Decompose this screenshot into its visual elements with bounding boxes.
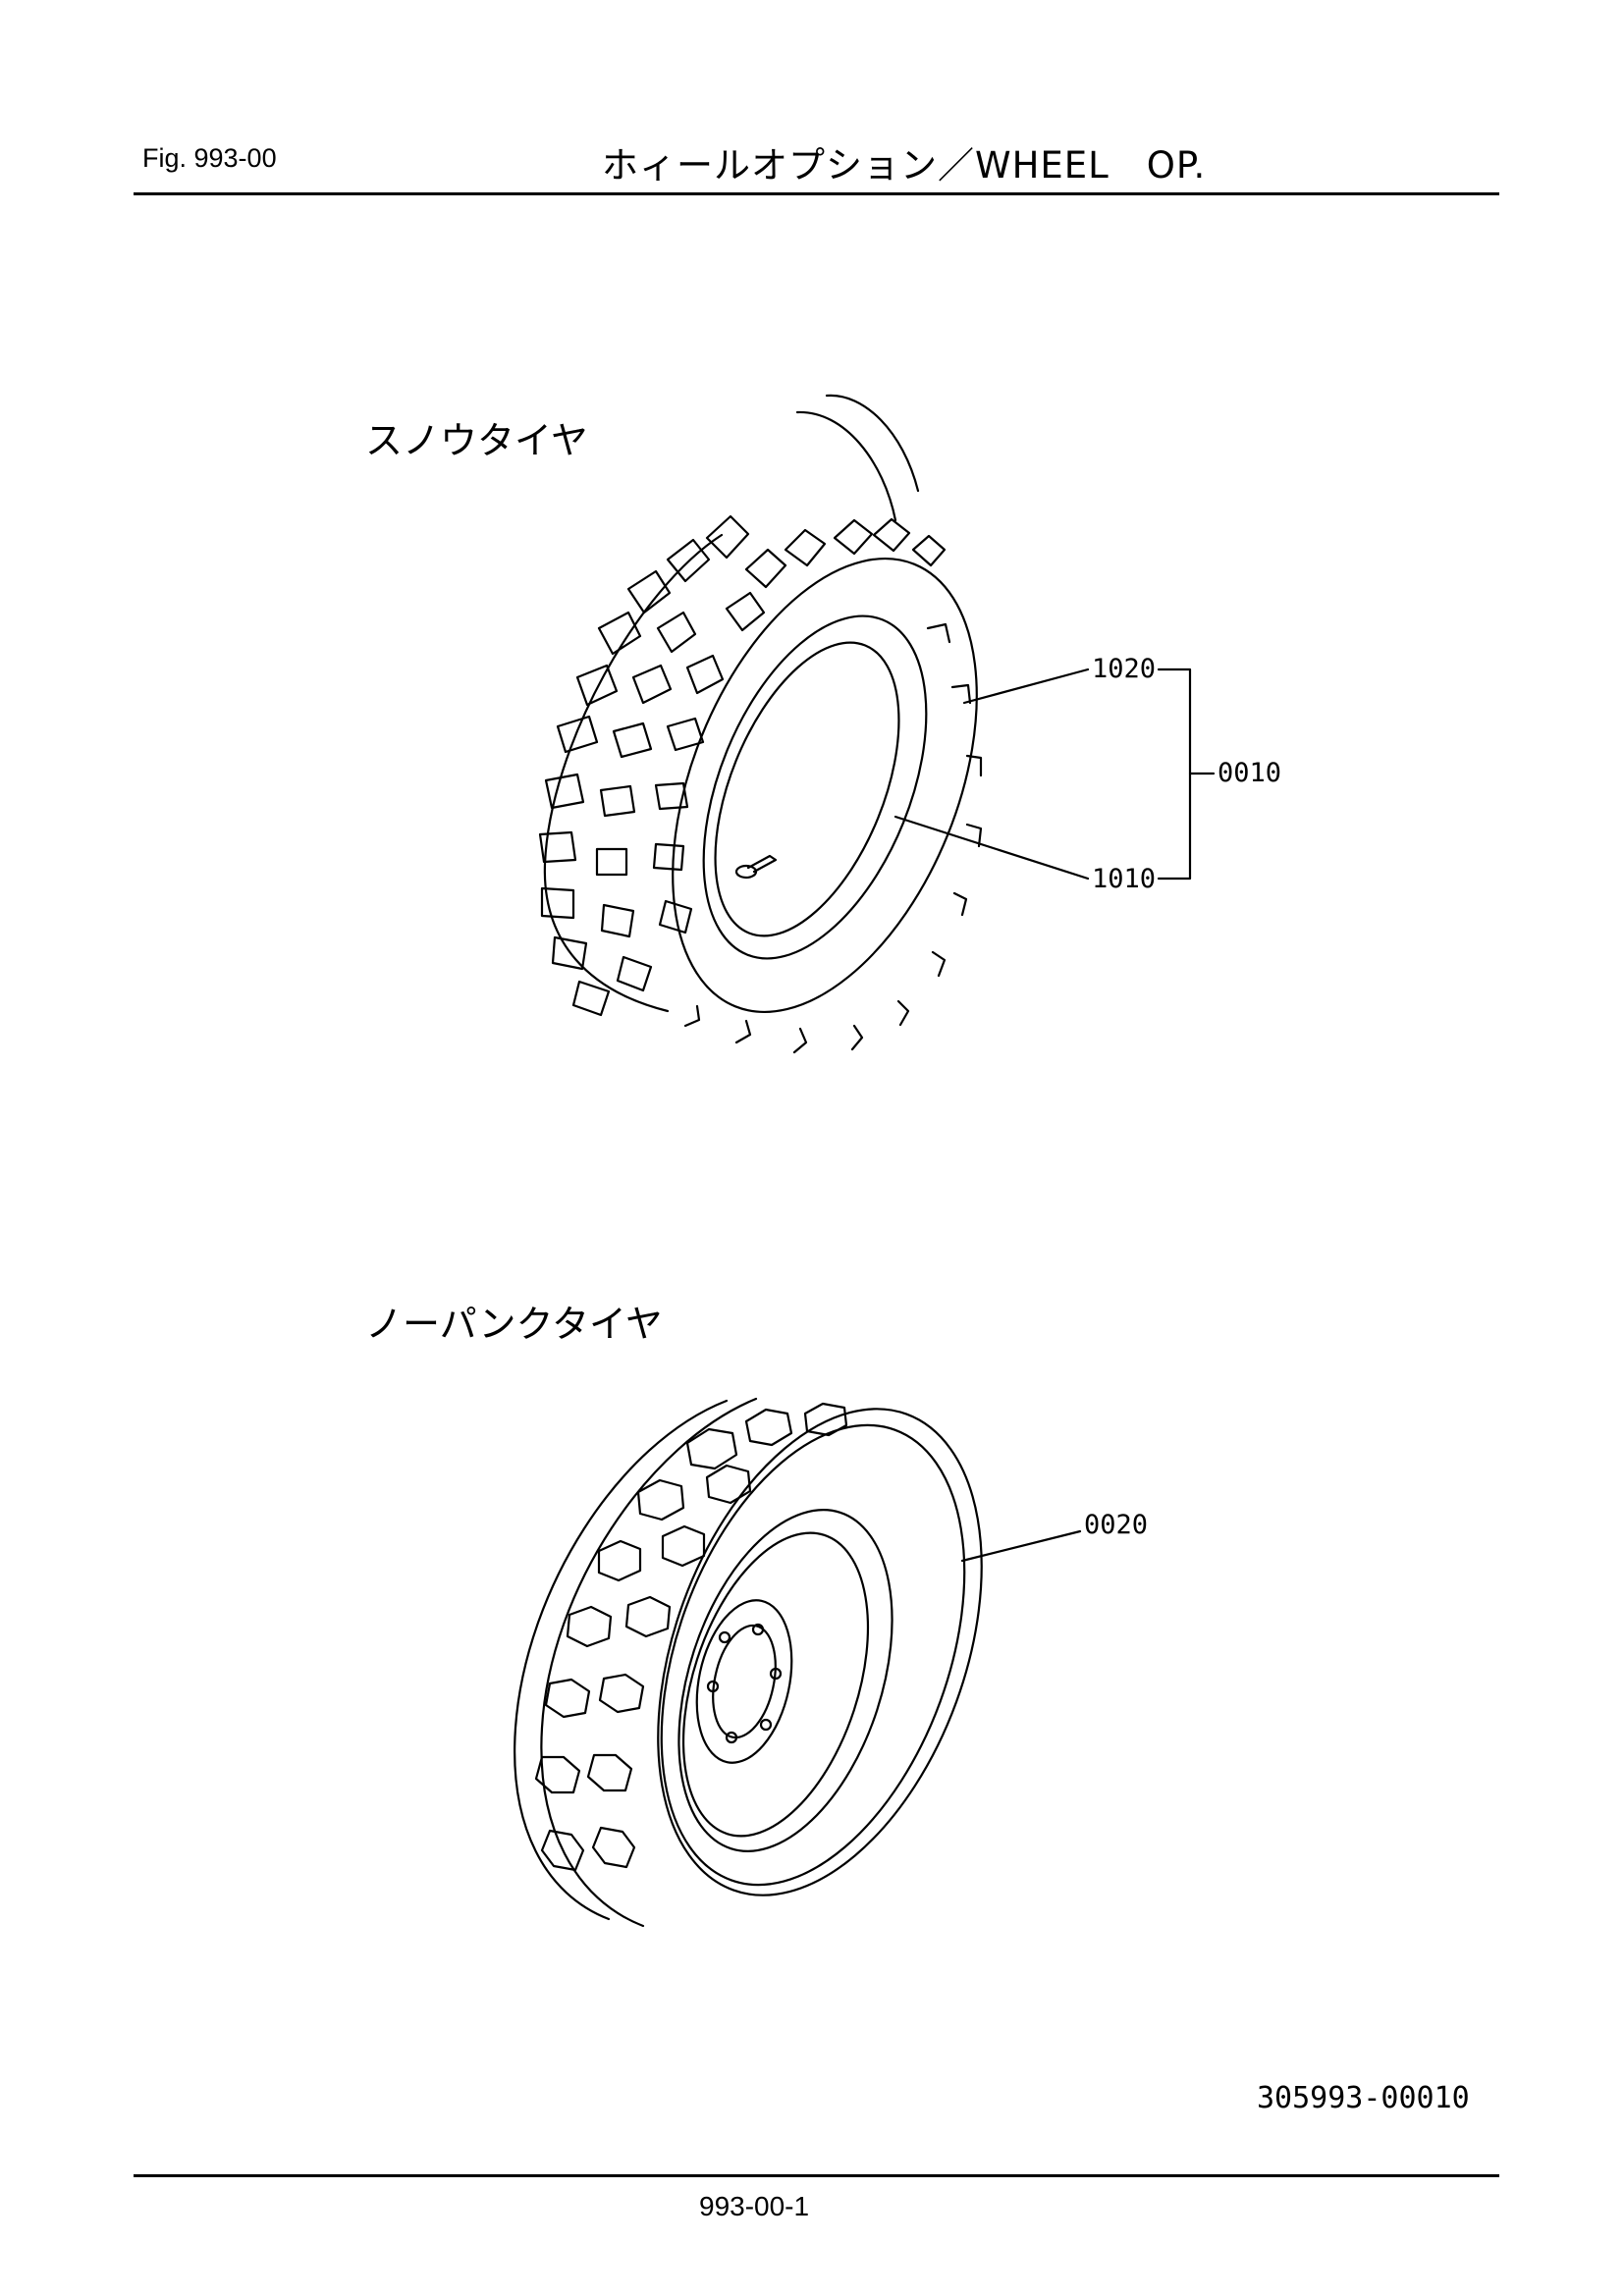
callout-tire: 1020 bbox=[1092, 654, 1157, 684]
page-title: ホィールオプション／WHEEL OP. bbox=[602, 144, 1207, 187]
header-rule bbox=[134, 192, 1499, 195]
figure-number: Fig. 993-00 bbox=[142, 143, 277, 173]
no-puncture-tire-label: ノーパンクタイヤ bbox=[365, 1303, 663, 1346]
page-number: 993-00-1 bbox=[699, 2191, 810, 2221]
snow-tire-illustration bbox=[538, 394, 1216, 1054]
snow-tire-label: スノウタイヤ bbox=[365, 419, 588, 462]
callout-snow-assembly: 0010 bbox=[1218, 758, 1282, 788]
callout-wheel: 1010 bbox=[1092, 864, 1157, 894]
footer-rule bbox=[134, 2174, 1499, 2177]
document-number: 305993-00010 bbox=[1257, 2081, 1470, 2115]
callout-no-puncture-assembly: 0020 bbox=[1084, 1510, 1149, 1540]
no-puncture-tire-illustration bbox=[514, 1397, 1082, 1928]
